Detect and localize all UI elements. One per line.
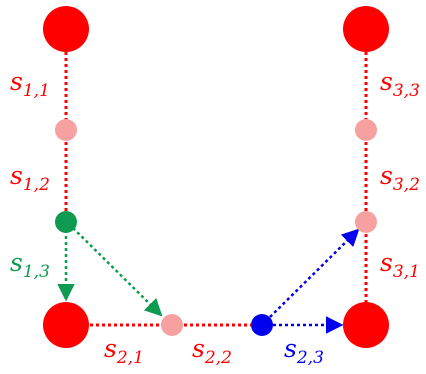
node-bottom-right-large xyxy=(343,302,389,348)
node-bottom-blue xyxy=(251,314,273,336)
node-bottom-pink xyxy=(161,314,183,336)
label-s22: s2,2 xyxy=(192,334,232,368)
label-s12: s1,2 xyxy=(10,161,50,195)
label-s23: s2,3 xyxy=(284,334,324,368)
blue-arrows xyxy=(269,228,360,334)
red-dotted-path xyxy=(64,34,368,327)
label-s11: s1,1 xyxy=(10,67,50,101)
nodes xyxy=(43,6,389,348)
node-top-left-large xyxy=(43,6,89,52)
green-arrow-diagonal xyxy=(72,227,163,317)
label-s33: s3,3 xyxy=(380,67,420,101)
label-s13: s1,3 xyxy=(10,248,50,282)
label-s31: s3,1 xyxy=(380,248,420,282)
node-left-green xyxy=(55,211,77,233)
node-right-pink-lower xyxy=(355,211,377,233)
label-s32: s3,2 xyxy=(380,161,420,195)
node-left-pink xyxy=(55,119,77,141)
label-s21: s2,1 xyxy=(104,334,144,368)
node-bottom-left-large xyxy=(43,302,89,348)
green-arrows xyxy=(57,227,163,317)
blue-arrow-diagonal xyxy=(269,228,360,318)
node-top-right-large xyxy=(343,6,389,52)
labels: s1,1 s1,2 s1,3 s2,1 s2,2 s2,3 s3,3 s3,2 … xyxy=(10,67,420,368)
node-right-pink-upper xyxy=(355,119,377,141)
